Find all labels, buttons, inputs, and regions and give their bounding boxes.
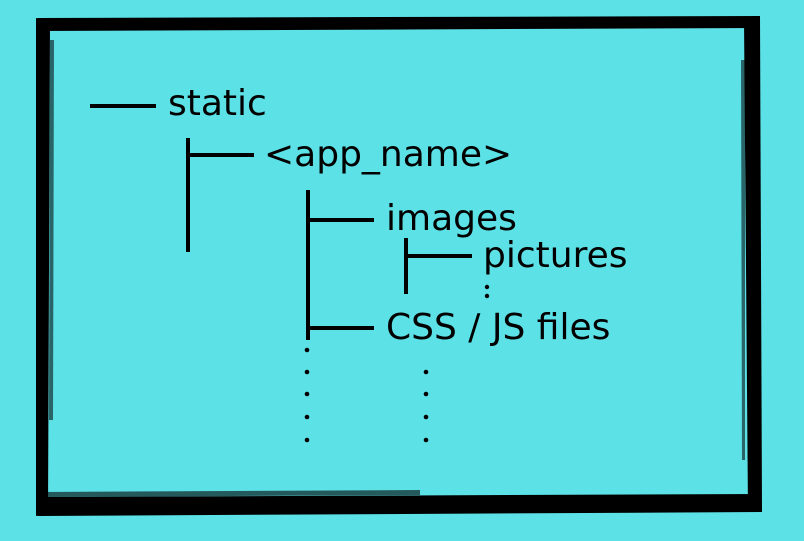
static-folder-label: static	[168, 83, 267, 124]
files-dot	[423, 391, 429, 397]
continuation-dots	[304, 284, 490, 443]
pictures-label: pictures	[483, 235, 628, 276]
app-name-folder-label: <app_name>	[264, 134, 513, 175]
pictures-dot	[484, 284, 490, 290]
files-dot	[423, 369, 429, 375]
app-dot	[304, 414, 310, 420]
css-js-files-label: CSS / JS files	[386, 307, 611, 348]
pictures-dot	[484, 293, 490, 299]
files-dot	[423, 437, 429, 443]
app-dot	[304, 347, 310, 353]
app-dot	[304, 391, 310, 397]
images-folder-label: images	[386, 198, 517, 239]
app-dot	[304, 369, 310, 375]
brush-frame	[36, 16, 762, 516]
tree-connectors	[90, 104, 472, 340]
app-dot	[304, 437, 310, 443]
files-dot	[423, 414, 429, 420]
